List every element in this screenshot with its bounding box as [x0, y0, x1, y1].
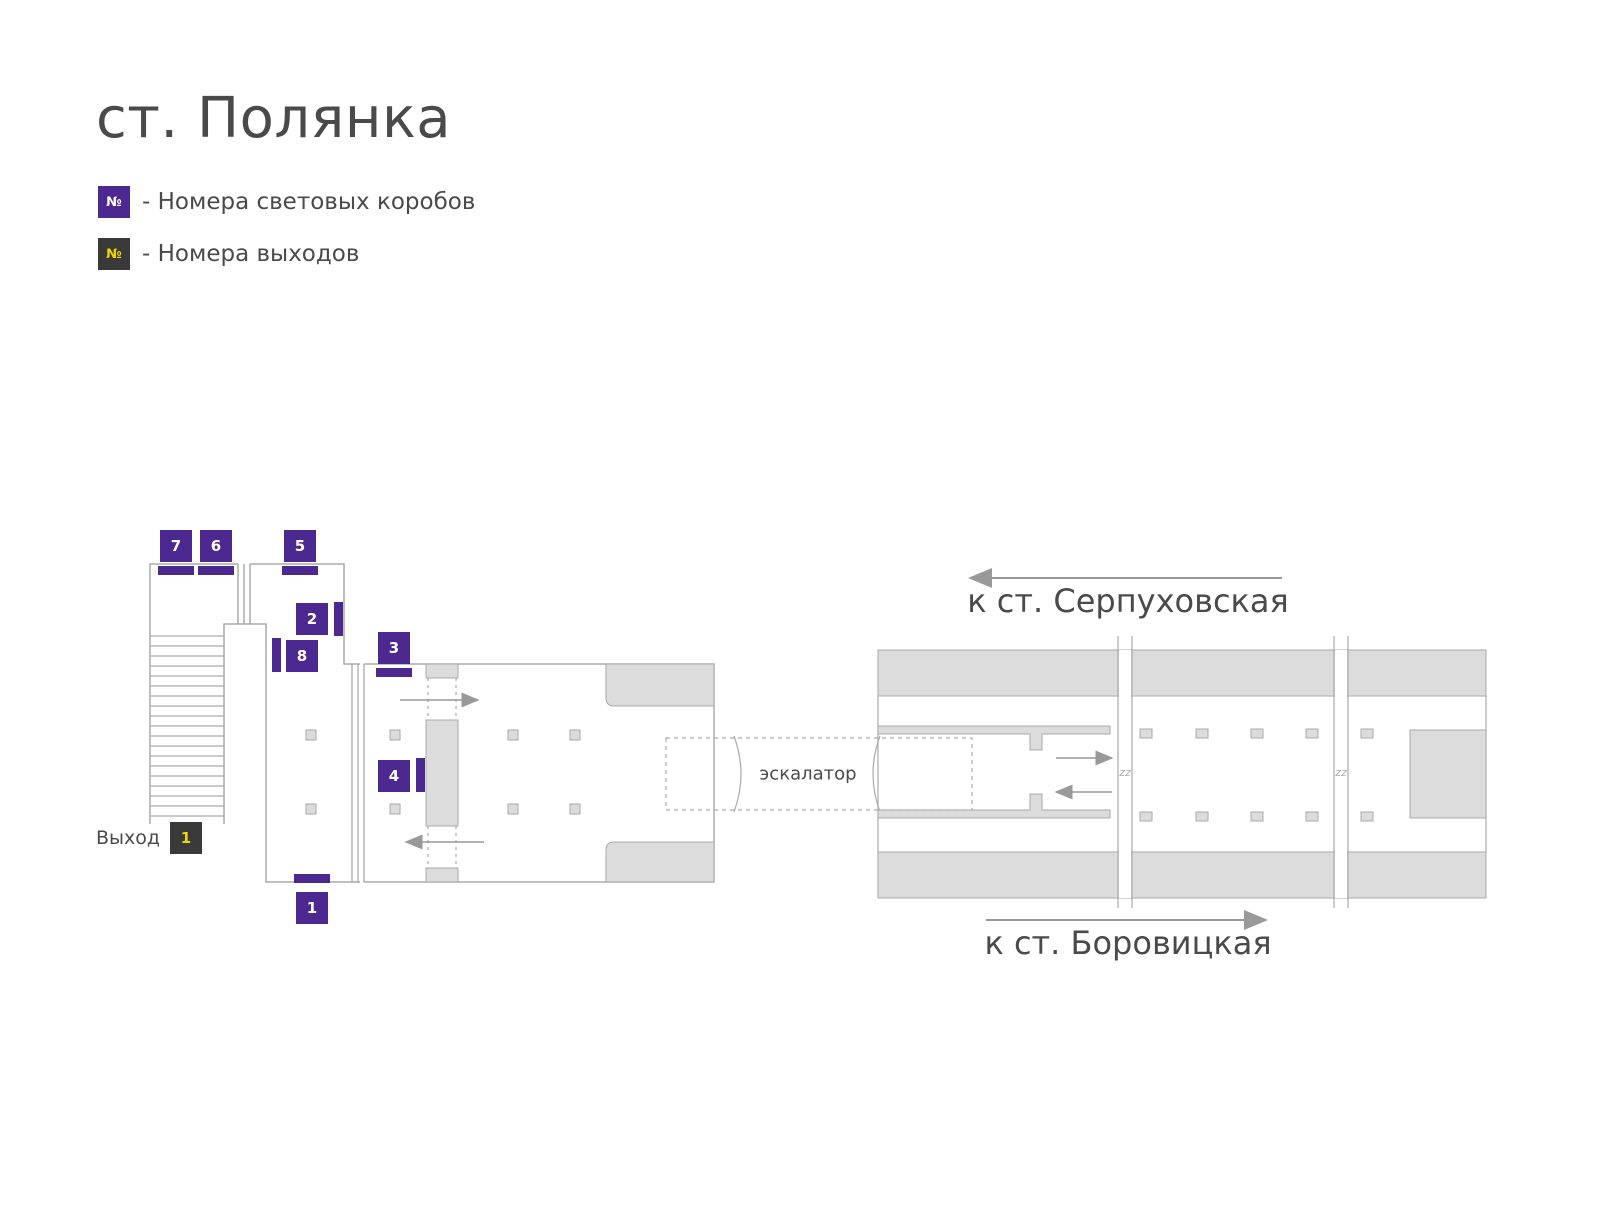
svg-text:3: 3	[389, 639, 399, 657]
exit-1: 1	[170, 822, 202, 854]
legend-lightbox-text: - Номера световых коробов	[142, 189, 476, 215]
direction-top-label: к ст. Серпуховская	[967, 582, 1288, 620]
lightbox-2: 2	[296, 603, 328, 635]
lightbox-3: 3	[378, 632, 410, 664]
lightbox-bars	[158, 566, 425, 883]
lightbox-5: 5	[284, 530, 316, 562]
columns	[305, 729, 581, 815]
hall-divider	[351, 664, 365, 882]
page-title: ст. Полянка	[96, 86, 452, 151]
lightbox-8: 8	[286, 640, 318, 672]
exit-legend-icon: №	[98, 238, 130, 270]
svg-text:1: 1	[181, 829, 191, 847]
svg-text:1: 1	[307, 899, 317, 917]
legend-exit-text: - Номера выходов	[142, 241, 360, 267]
svg-text:5: 5	[295, 537, 305, 555]
svg-text:4: 4	[389, 767, 399, 785]
legend-lightbox: № - Номера световых коробов	[98, 186, 475, 218]
svg-text:2: 2	[307, 610, 317, 628]
svg-text:zz: zz	[1334, 766, 1347, 779]
lightbox-7: 7	[160, 530, 192, 562]
lightbox-4: 4	[378, 760, 410, 792]
stairs-icon	[150, 635, 224, 817]
lightbox-legend-icon: №	[98, 186, 130, 218]
platform-columns	[1139, 728, 1374, 822]
svg-text:6: 6	[211, 537, 221, 555]
turnstile-icon	[427, 678, 457, 868]
svg-text:zz: zz	[1118, 766, 1131, 779]
cross-passages	[1117, 636, 1349, 908]
direction-bottom-label: к ст. Боровицкая	[984, 924, 1271, 962]
svg-text:8: 8	[297, 647, 307, 665]
exit-label: Выход	[96, 827, 160, 849]
lightbox-1: 1	[296, 892, 328, 924]
platform	[877, 649, 1487, 899]
svg-text:7: 7	[171, 537, 181, 555]
legend-exit: № - Номера выходов	[98, 238, 359, 270]
escalator-label: эскалатор	[759, 764, 856, 785]
lightbox-6: 6	[200, 530, 232, 562]
escalator-hall	[364, 663, 715, 883]
